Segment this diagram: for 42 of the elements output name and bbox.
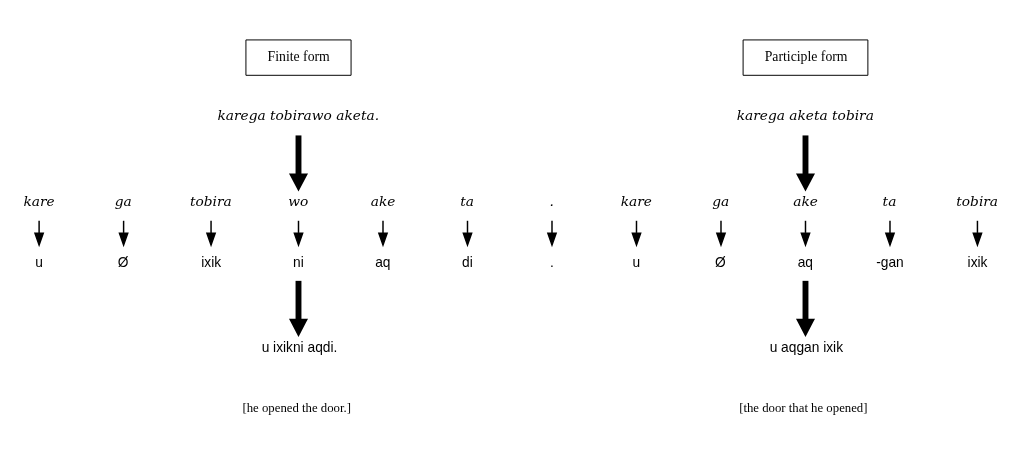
- node-text: .: [550, 254, 554, 270]
- node-text: karega aketa tobira: [736, 106, 874, 123]
- node-text: ga: [114, 192, 132, 209]
- node-text: Ø: [117, 254, 129, 270]
- node-text: kare: [23, 192, 55, 209]
- node-text: u: [35, 254, 43, 270]
- node-text: kare: [620, 192, 653, 209]
- label: [he opened the door.]: [242, 400, 351, 415]
- arrow: [205, 219, 217, 247]
- arrow: [715, 219, 727, 247]
- node-text: -gan: [876, 254, 904, 270]
- node-text: ga: [712, 192, 730, 209]
- label: [the door that he opened]: [739, 400, 868, 415]
- node-text: ixik: [967, 254, 988, 270]
- node-text: Ø: [715, 254, 726, 270]
- node-text: ixik: [201, 254, 222, 270]
- arrow: [33, 219, 45, 247]
- node-text: ta: [460, 192, 474, 209]
- node-text: ni: [293, 254, 304, 270]
- node-text: u aqgan ixik: [769, 339, 844, 355]
- node-text: .: [549, 192, 554, 209]
- node-text: u ixikni aqdi.: [261, 339, 338, 355]
- node-text: u: [632, 254, 641, 270]
- arrow: [289, 280, 309, 337]
- node-text: tobira: [189, 192, 232, 209]
- arrow: [795, 280, 816, 337]
- node-text: tobira: [956, 192, 999, 209]
- arrow: [546, 219, 558, 247]
- node-box: Participle form: [742, 38, 869, 76]
- node-text: aq: [375, 254, 391, 270]
- node-text: di: [462, 254, 473, 270]
- node-text: ake: [370, 192, 396, 209]
- arrow: [795, 134, 816, 191]
- node-text: aq: [797, 254, 813, 270]
- arrow: [884, 219, 896, 247]
- arrow: [377, 219, 389, 247]
- node-text: wo: [288, 192, 309, 209]
- node-text: karega tobirawo aketa.: [217, 106, 379, 123]
- arrow: [288, 134, 309, 191]
- node-box: Finite form: [245, 38, 352, 76]
- node-text: ake: [793, 192, 818, 209]
- node-text: ta: [882, 192, 897, 209]
